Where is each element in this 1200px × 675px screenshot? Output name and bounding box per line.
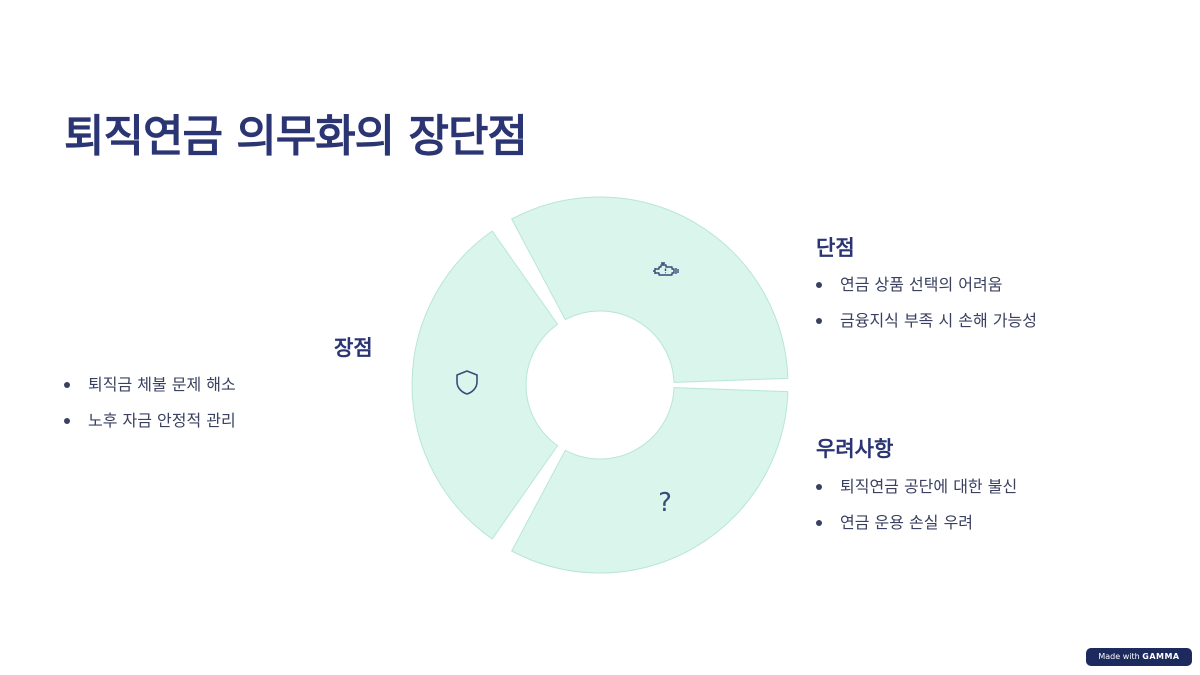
cons-list: 연금 상품 선택의 어려움 금융지식 부족 시 손해 가능성 (812, 275, 1037, 347)
question-mark-icon: ? (658, 488, 672, 518)
list-item: 연금 상품 선택의 어려움 (812, 275, 1037, 311)
concerns-list: 퇴직연금 공단에 대한 불신 연금 운용 손실 우려 (812, 477, 1017, 549)
badge-prefix: Made with (1098, 652, 1140, 661)
list-item: 금융지식 부족 시 손해 가능성 (812, 311, 1037, 347)
segment-pros (411, 230, 559, 540)
list-item: 연금 운용 손실 우려 (812, 513, 1017, 549)
badge-brand: GAMMA (1142, 652, 1180, 661)
cons-title: 단점 (816, 236, 855, 260)
shield-icon (456, 370, 478, 395)
list-item: 노후 자금 안정적 관리 (60, 411, 236, 447)
list-item: 퇴직금 체불 문제 해소 (60, 375, 236, 411)
page-title: 퇴직연금 의무화의 장단점 (64, 111, 528, 162)
list-item: 퇴직연금 공단에 대한 불신 (812, 477, 1017, 513)
engine-warning-icon (653, 262, 679, 276)
concerns-title: 우려사항 (816, 437, 894, 461)
segment-cons (511, 196, 789, 383)
pros-list: 퇴직금 체불 문제 해소 노후 자금 안정적 관리 (60, 375, 236, 447)
segment-concerns (511, 387, 789, 574)
pros-title: 장점 (334, 336, 373, 360)
cycle-diagram: ? (411, 196, 789, 574)
made-with-badge[interactable]: Made with GAMMA (1086, 648, 1192, 666)
